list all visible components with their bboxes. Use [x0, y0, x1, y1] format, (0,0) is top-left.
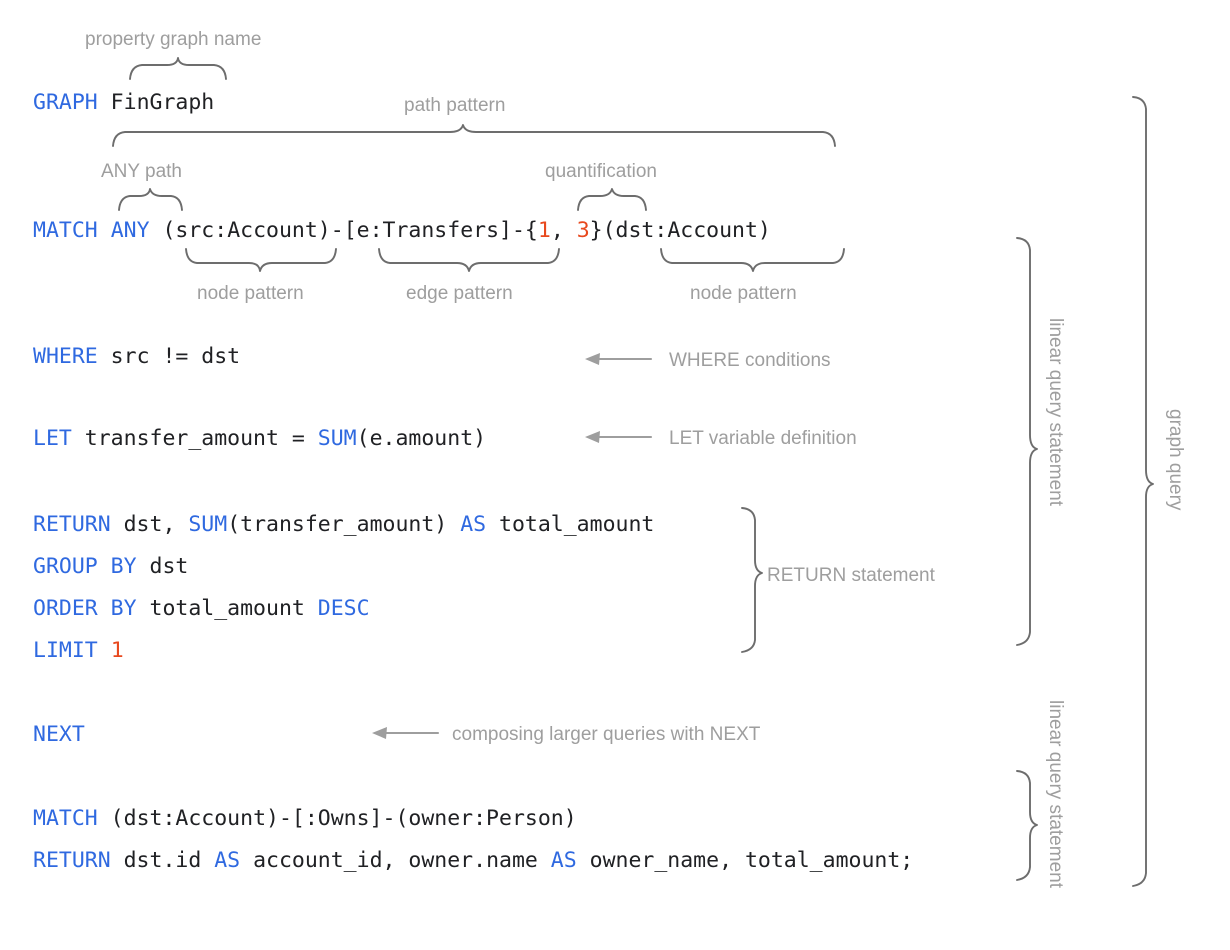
code-token: dst.id — [110, 848, 215, 873]
code-token: 3 — [576, 218, 590, 243]
code-token: total_amount — [486, 512, 655, 537]
code-token: DESC — [317, 596, 370, 621]
code-line-next: NEXT — [33, 722, 85, 748]
bracket-graph-query — [1132, 96, 1154, 887]
code-token: LET — [33, 426, 72, 451]
code-token — [98, 638, 111, 663]
brace-linear-query-statement-2 — [1016, 770, 1038, 881]
code-token: RETURN — [33, 512, 111, 537]
arrowhead-where-conditions — [585, 353, 600, 365]
code-token: FinGraph — [97, 90, 215, 115]
code-token: RETURN — [33, 848, 111, 873]
code-token: dst — [136, 554, 189, 579]
code-line-limit: LIMIT 1 — [33, 638, 124, 664]
code-token: total_amount — [136, 596, 318, 621]
code-token: }(dst:Account) — [589, 218, 771, 243]
brace-property-graph-name — [129, 57, 227, 80]
code-token: 1 — [110, 638, 124, 663]
brace-quantification — [577, 188, 647, 211]
code-token: (src:Account)-[e:Transfers]-{ — [149, 218, 538, 243]
code-token: ORDER BY — [33, 596, 137, 621]
brace-linear-query-statement-1 — [1016, 237, 1038, 646]
label-path-pattern: path pattern — [404, 95, 506, 116]
code-line-let: LET transfer_amount = SUM(e.amount) — [33, 426, 486, 452]
code-line-return-2: RETURN dst.id AS account_id, owner.name … — [33, 848, 913, 874]
code-token: LIMIT — [33, 638, 98, 663]
code-line-match-1: MATCH ANY (src:Account)-[e:Transfers]-{1… — [33, 218, 771, 244]
code-token — [98, 218, 111, 243]
label-return-statement: RETURN statement — [767, 565, 935, 586]
code-token: GROUP BY — [33, 554, 137, 579]
code-line-return-1: RETURN dst, SUM(transfer_amount) AS tota… — [33, 512, 654, 538]
code-line-where: WHERE src != dst — [33, 344, 240, 370]
arrowhead-composing-with-next — [372, 727, 387, 739]
brace-path-pattern — [112, 124, 836, 147]
code-line-graph: GRAPH FinGraph — [33, 90, 214, 116]
code-token: GRAPH — [33, 90, 98, 115]
brace-any-path — [118, 188, 183, 211]
code-token: transfer_amount = — [71, 426, 318, 451]
code-token: SUM — [188, 512, 228, 537]
brace-node-pattern-right — [660, 248, 845, 272]
code-token: owner_name, total_amount; — [576, 848, 914, 873]
code-token: AS — [550, 848, 577, 873]
label-linear-query-statement-1: linear query statement — [1045, 318, 1066, 506]
arrowhead-let-variable-definition — [585, 431, 600, 443]
label-edge-pattern: edge pattern — [406, 283, 513, 304]
brace-return-statement — [741, 507, 763, 653]
code-token: 1 — [537, 218, 551, 243]
brace-node-pattern-left — [185, 248, 337, 272]
label-composing-with-next: composing larger queries with NEXT — [452, 724, 761, 745]
code-token: dst, — [110, 512, 189, 537]
code-token: , — [550, 218, 577, 243]
label-where-conditions: WHERE conditions — [669, 350, 831, 371]
label-node-pattern-left: node pattern — [197, 283, 304, 304]
code-token: AS — [460, 512, 487, 537]
label-linear-query-statement-2: linear query statement — [1045, 700, 1066, 888]
code-token: ANY — [110, 218, 150, 243]
code-token: MATCH — [33, 806, 98, 831]
code-token: AS — [214, 848, 241, 873]
code-line-match-2: MATCH (dst:Account)-[:Owns]-(owner:Perso… — [33, 806, 577, 832]
code-token: src != dst — [97, 344, 241, 369]
label-quantification: quantification — [545, 161, 657, 182]
code-token: WHERE — [33, 344, 98, 369]
code-token: MATCH — [33, 218, 98, 243]
brace-edge-pattern — [378, 248, 560, 272]
code-line-groupby: GROUP BY dst — [33, 554, 188, 580]
code-token: SUM — [317, 426, 357, 451]
label-any-path: ANY path — [101, 161, 182, 182]
code-line-orderby: ORDER BY total_amount DESC — [33, 596, 370, 622]
code-token: (e.amount) — [356, 426, 487, 451]
code-token: account_id, owner.name — [240, 848, 551, 873]
code-token: (transfer_amount) — [227, 512, 461, 537]
code-token: (dst:Account)-[:Owns]-(owner:Person) — [97, 806, 577, 831]
label-property-graph-name: property graph name — [85, 29, 262, 50]
code-token: NEXT — [33, 722, 85, 747]
label-node-pattern-right: node pattern — [690, 283, 797, 304]
label-let-variable-definition: LET variable definition — [669, 428, 857, 449]
label-graph-query: graph query — [1165, 409, 1186, 511]
